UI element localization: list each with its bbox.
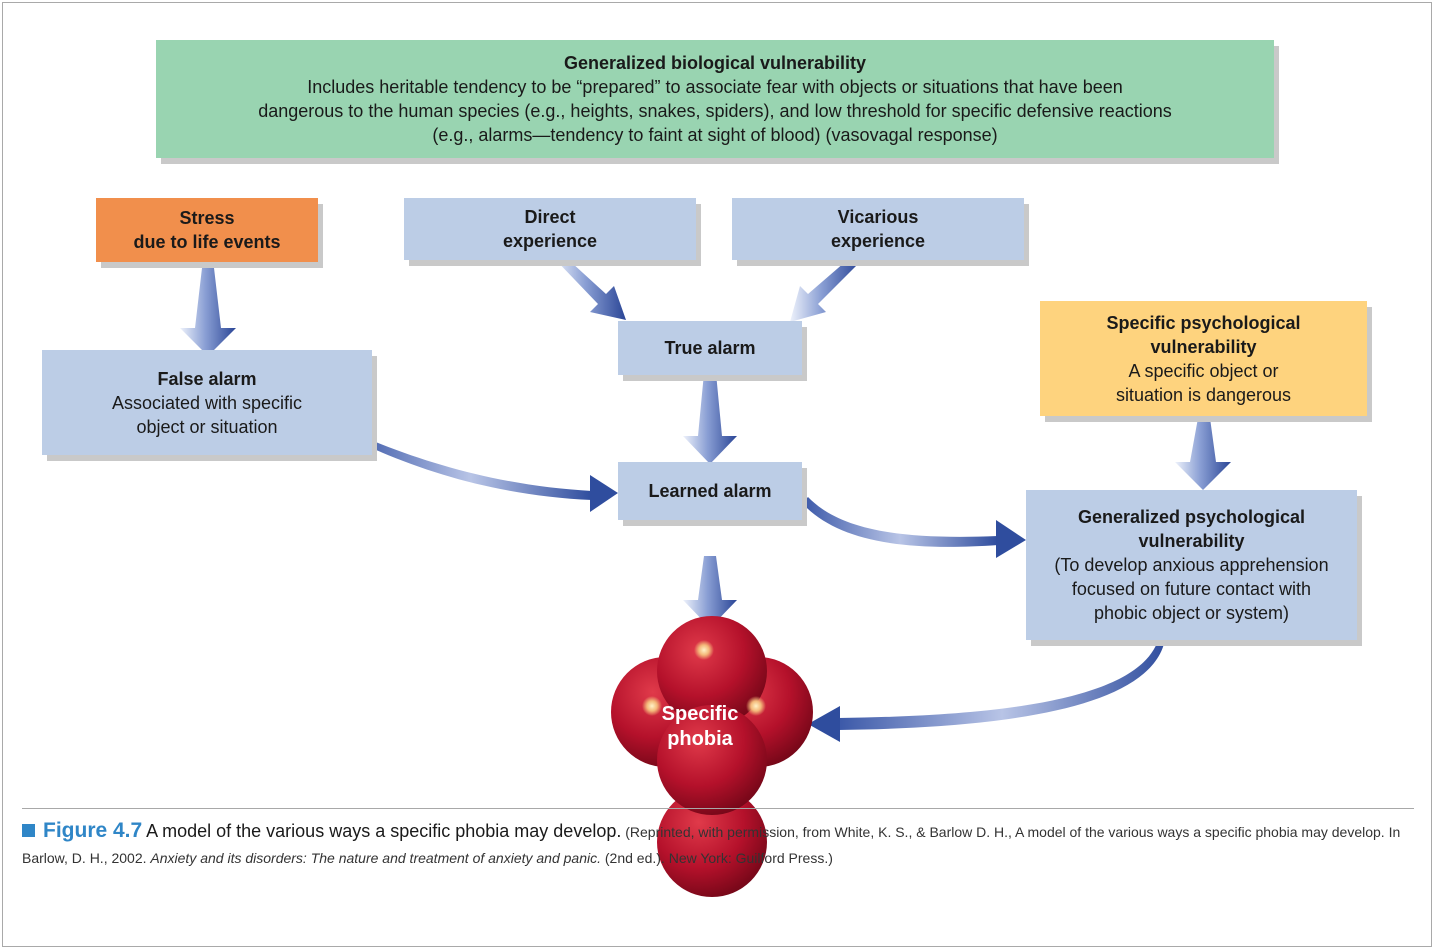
direct-line-2: experience (502, 231, 598, 251)
specific-phobia-label: Specific phobia (630, 702, 770, 752)
arrow-stress-to-false-alarm (180, 268, 236, 356)
specific-psych-title-2: vulnerability (1150, 336, 1257, 357)
stress-line-2: due to life events (133, 232, 281, 252)
learned-alarm-title: Learned alarm (648, 481, 772, 501)
caption-square-icon (22, 824, 35, 837)
vicarious-experience-box: Vicarious experience (732, 198, 1024, 260)
direct-line-1: Direct (524, 207, 576, 227)
generalized-psych-line-1: (To develop anxious apprehension (1054, 555, 1329, 575)
specific-psych-line-2: situation is dangerous (1115, 384, 1292, 405)
true-alarm-box: True alarm (618, 321, 802, 375)
generalized-bio-line-1: Includes heritable tendency to be “prepa… (307, 77, 1123, 97)
false-alarm-line-2: object or situation (136, 416, 278, 437)
phobia-line-2: phobia (667, 728, 733, 750)
arrow-false-alarm-to-learned-alarm (350, 432, 618, 512)
stress-box: Stress due to life events (96, 198, 318, 262)
vicarious-line-2: experience (830, 231, 926, 251)
learned-alarm-box: Learned alarm (618, 462, 802, 520)
caption-credit-start: (Reprinted, with permission, from White,… (22, 824, 1401, 866)
arrow-specific-psych-to-generalized-psych (1175, 418, 1231, 490)
arrow-generalized-psych-to-phobia (808, 632, 1166, 742)
figure-caption: Figure 4.7 A model of the various ways a… (22, 818, 1417, 871)
false-alarm-title: False alarm (157, 368, 257, 389)
arrow-learned-alarm-to-phobia (683, 556, 737, 628)
generalized-psychological-vulnerability-box: Generalized psychological vulnerability … (1026, 490, 1357, 640)
generalized-bio-line-2: dangerous to the human species (e.g., he… (258, 101, 1172, 121)
caption-divider (22, 808, 1414, 809)
arrow-direct-to-true-alarm (552, 252, 626, 320)
vicarious-line-1: Vicarious (837, 207, 919, 227)
false-alarm-box: False alarm Associated with specific obj… (42, 350, 372, 455)
caption-credit-end: (2nd ed.). New York: Guilford Press.) (604, 850, 833, 866)
arrow-vicarious-to-true-alarm (790, 256, 860, 322)
phobia-sphere-cluster (611, 616, 813, 897)
generalized-psych-line-3: phobic object or system) (1093, 603, 1290, 623)
specific-psychological-vulnerability-box: Specific psychological vulnerability A s… (1040, 301, 1367, 416)
caption-credit-title: Anxiety and its disorders: The nature an… (150, 850, 601, 866)
generalized-bio-line-3: (e.g., alarms—tendency to faint at sight… (432, 125, 998, 145)
arrow-learned-alarm-to-generalized-psych (802, 497, 1026, 558)
specific-psych-line-1: A specific object or (1128, 360, 1279, 381)
phobia-line-1: Specific (661, 703, 739, 725)
specific-psych-title-1: Specific psychological (1106, 312, 1301, 333)
arrow-true-alarm-to-learned-alarm (683, 373, 737, 464)
caption-main-text: A model of the various ways a specific p… (146, 821, 622, 841)
generalized-psych-title-1: Generalized psychological (1077, 507, 1306, 527)
stress-line-1: Stress (179, 208, 235, 228)
generalized-biological-vulnerability-box: Generalized biological vulnerability Inc… (156, 40, 1274, 158)
generalized-bio-title: Generalized biological vulnerability (563, 53, 867, 73)
false-alarm-line-1: Associated with specific (111, 392, 303, 413)
direct-experience-box: Direct experience (404, 198, 696, 260)
true-alarm-title: True alarm (664, 338, 756, 358)
generalized-psych-title-2: vulnerability (1138, 531, 1245, 551)
generalized-psych-line-2: focused on future contact with (1071, 579, 1312, 599)
caption-figure-label: Figure 4.7 (43, 819, 143, 842)
